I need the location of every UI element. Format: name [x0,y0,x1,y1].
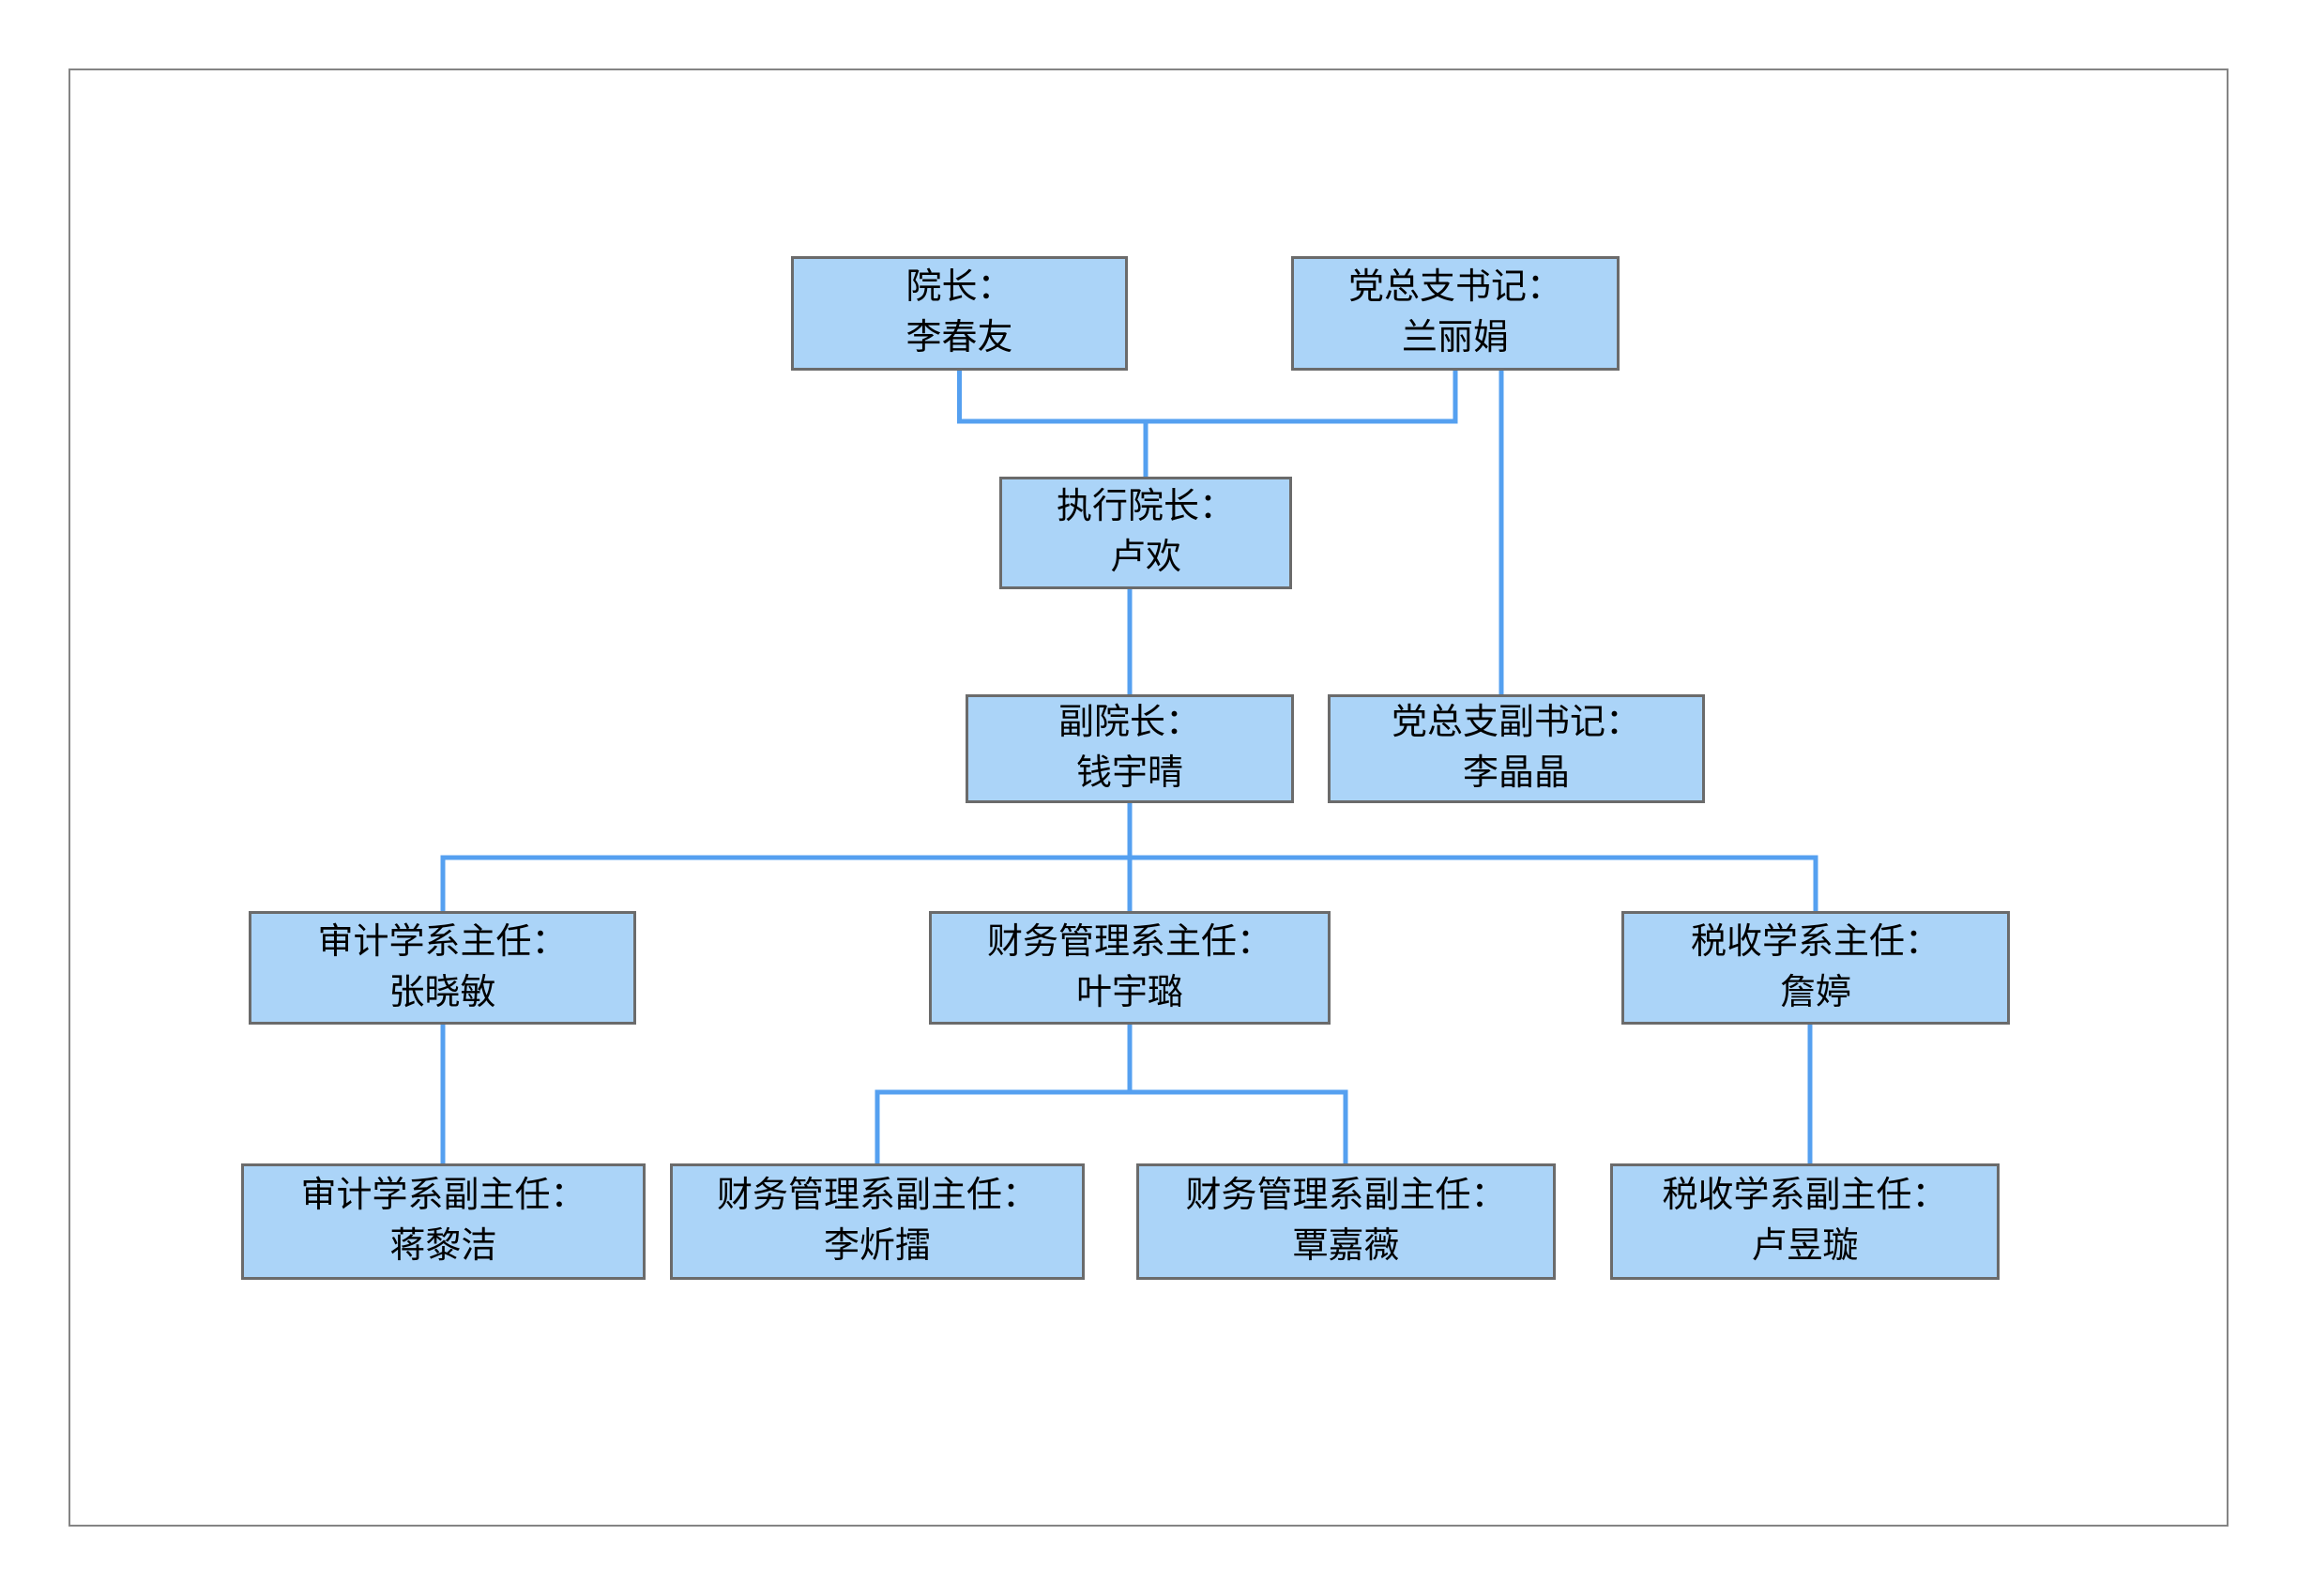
node-audit-head: 审计学系主任： 张晓敏 [249,911,636,1025]
node-tax-head: 税收学系主任： 詹婷 [1621,911,2010,1025]
node-name: 蒋黎洁 [389,1226,497,1266]
node-name: 叶宇璐 [1075,972,1183,1012]
node-name: 李炘擂 [823,1226,931,1266]
node-name: 卢欢 [1109,538,1181,577]
node-role: 税收学系副主任： [1662,1176,1948,1216]
node-name: 詹婷 [1779,972,1851,1012]
outer-frame [68,68,2229,1527]
node-role: 院长： [905,267,1013,308]
node-dean: 院长： 李春友 [791,256,1128,371]
node-role: 执行院长： [1056,487,1235,527]
node-tax-deputy: 税收学系副主任： 卢昱璇 [1610,1163,2000,1280]
node-role: 副院长： [1057,703,1201,743]
node-audit-deputy: 审计学系副主任： 蒋黎洁 [241,1163,646,1280]
node-name: 张晓敏 [388,972,496,1012]
node-role: 财务管理系副主任： [716,1176,1038,1216]
node-finance-head: 财务管理系主任： 叶宇璐 [929,911,1331,1025]
node-role: 审计学系副主任： [300,1176,586,1216]
node-vice-dean: 副院长： 钱宇晴 [966,694,1294,803]
node-role: 财务管理系主任： [986,921,1272,962]
node-name: 李晶晶 [1462,753,1570,793]
node-finance-deputy-1: 财务管理系副主任： 李炘擂 [670,1163,1085,1280]
node-name: 兰丽娟 [1401,318,1509,357]
node-name: 覃嘉薇 [1292,1226,1400,1266]
node-role: 财务管理系副主任： [1185,1176,1507,1216]
node-role: 税收学系主任： [1690,921,1940,962]
node-name: 钱宇晴 [1075,753,1183,793]
node-executive-dean: 执行院长： 卢欢 [999,477,1292,589]
node-role: 党总支副书记： [1391,703,1641,743]
node-finance-deputy-2: 财务管理系副主任： 覃嘉薇 [1136,1163,1556,1280]
node-party-secretary: 党总支书记： 兰丽娟 [1291,256,1620,371]
node-name: 卢昱璇 [1751,1226,1859,1266]
node-role: 审计学系主任： [317,921,568,962]
node-role: 党总支书记： [1347,267,1562,308]
node-name: 李春友 [905,318,1013,357]
node-deputy-party-secretary: 党总支副书记： 李晶晶 [1328,694,1705,803]
